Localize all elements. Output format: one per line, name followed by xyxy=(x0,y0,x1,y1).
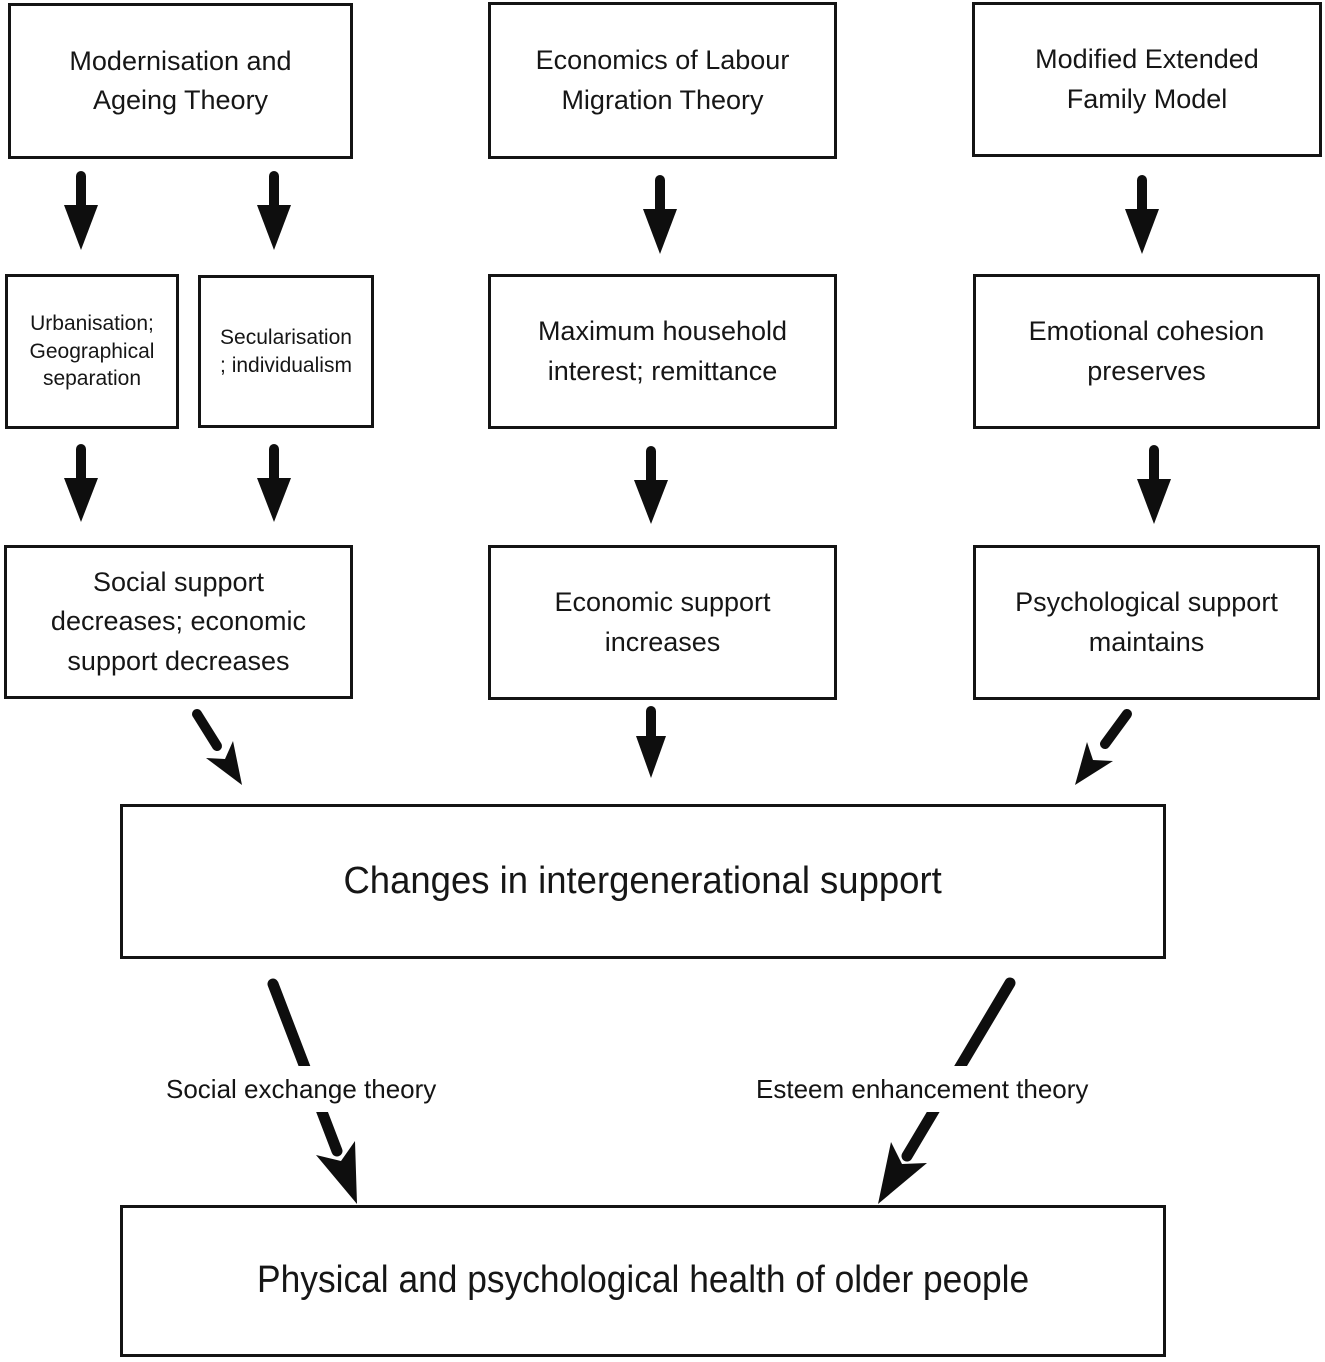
node-urbanisation-geographical-separation: Urbanisation; Geographical separation xyxy=(5,274,179,429)
health-label: Physical and psychological health of old… xyxy=(256,1259,1030,1302)
node-social-support-decreases: Social support decreases; economic suppo… xyxy=(4,545,353,699)
node-changes-intergenerational-support: Changes in intergenerational support xyxy=(120,804,1166,959)
arrow-labour-migration-to-household-interest xyxy=(643,175,677,254)
node-modified-extended-family-model: Modified Extended Family Model xyxy=(972,2,1322,157)
arrow-urbanisation-to-social-support xyxy=(64,444,98,522)
node-psychological-support-maintains: Psychological support maintains xyxy=(973,545,1320,700)
edge-label-esteem-enhancement-theory: Esteem enhancement theory xyxy=(746,1066,1099,1112)
arrow-psychological-support-to-changes xyxy=(1075,709,1132,785)
arrow-modernisation-to-urbanisation xyxy=(64,171,98,250)
node-economics-labour-migration-theory: Economics of Labour Migration Theory xyxy=(488,2,837,159)
node-economic-support-increases: Economic support increases xyxy=(488,545,837,700)
arrow-extended-family-to-emotional-cohesion xyxy=(1125,175,1159,254)
arrow-secularisation-to-social-support xyxy=(257,444,291,522)
arrow-household-interest-to-economic-support xyxy=(634,446,668,524)
edge-label-social-exchange-theory: Social exchange theory xyxy=(156,1066,447,1112)
node-health-older-people: Physical and psychological health of old… xyxy=(120,1205,1166,1357)
arrow-social-support-to-changes xyxy=(192,709,242,785)
arrow-economic-support-to-changes xyxy=(636,706,666,778)
node-secularisation-individualism: Secularisation ; individualism xyxy=(198,275,374,428)
node-maximum-household-interest: Maximum household interest; remittance xyxy=(488,274,837,429)
node-modernisation-ageing-theory: Modernisation and Ageing Theory xyxy=(8,3,353,159)
node-emotional-cohesion-preserves: Emotional cohesion preserves xyxy=(973,274,1320,429)
arrow-modernisation-to-secularisation xyxy=(257,171,291,250)
arrow-emotional-cohesion-to-psychological-support xyxy=(1137,445,1171,524)
changes-label: Changes in intergenerational support xyxy=(343,859,943,902)
